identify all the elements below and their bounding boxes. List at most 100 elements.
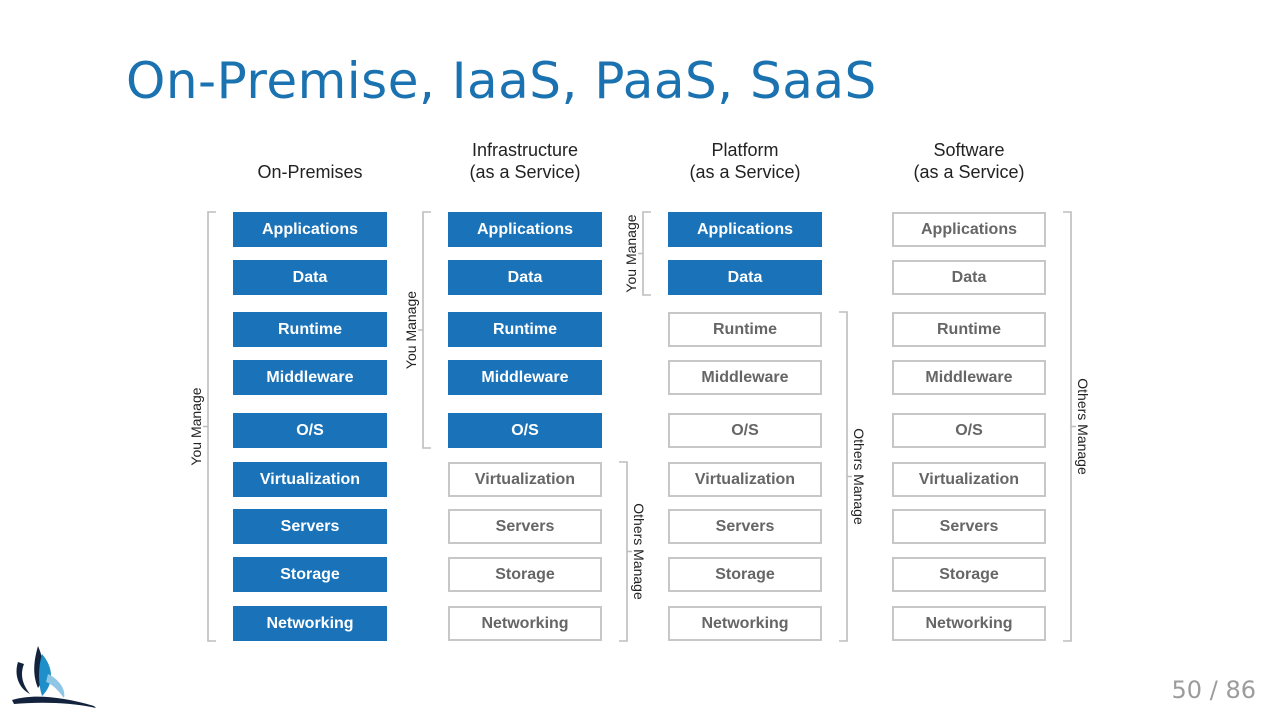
layer-box-on-premises-servers xyxy=(233,509,387,544)
layer-label-saas-middleware: Middleware xyxy=(925,369,1012,386)
layer-box-on-premises-applications xyxy=(233,212,387,247)
layer-box-on-premises-storage xyxy=(233,557,387,592)
layer-box-iaas-data xyxy=(448,260,602,295)
layer-label-paas-storage: Storage xyxy=(715,566,775,583)
bracket-line-paas-you-manage xyxy=(638,211,651,296)
layer-label-paas-servers: Servers xyxy=(716,518,775,535)
layer-label-paas-o-s: O/S xyxy=(731,422,759,439)
layer-label-on-premises-storage: Storage xyxy=(280,566,340,583)
logo-neck xyxy=(16,662,30,694)
layer-box-paas-o-s xyxy=(668,413,822,448)
layer-box-saas-data xyxy=(892,260,1046,295)
layer-label-iaas-networking: Networking xyxy=(481,615,568,632)
layer-label-iaas-data: Data xyxy=(508,269,543,286)
logo-body xyxy=(12,696,96,708)
layer-label-paas-middleware: Middleware xyxy=(701,369,788,386)
layer-box-iaas-runtime xyxy=(448,312,602,347)
layer-label-on-premises-middleware: Middleware xyxy=(266,369,353,386)
layer-label-paas-applications: Applications xyxy=(697,221,793,238)
layer-label-iaas-servers: Servers xyxy=(496,518,555,535)
layer-box-iaas-applications xyxy=(448,212,602,247)
bracket-line-saas-others-manage xyxy=(1063,211,1076,642)
layer-label-on-premises-networking: Networking xyxy=(266,615,353,632)
layer-box-saas-o-s xyxy=(892,413,1046,448)
bracket-line-iaas-you-manage xyxy=(418,211,431,449)
layer-box-paas-servers xyxy=(668,509,822,544)
layer-box-on-premises-middleware xyxy=(233,360,387,395)
layer-box-on-premises-networking xyxy=(233,606,387,641)
layer-box-iaas-servers xyxy=(448,509,602,544)
layer-box-saas-networking xyxy=(892,606,1046,641)
layer-box-paas-runtime xyxy=(668,312,822,347)
page-number: 50 / 86 xyxy=(1172,676,1256,704)
layer-label-on-premises-servers: Servers xyxy=(281,518,340,535)
current-page: 50 xyxy=(1171,676,1203,704)
layer-box-iaas-o-s xyxy=(448,413,602,448)
layer-box-on-premises-virtualization xyxy=(233,462,387,497)
layer-box-on-premises-runtime xyxy=(233,312,387,347)
layer-label-iaas-middleware: Middleware xyxy=(481,369,568,386)
layer-label-saas-networking: Networking xyxy=(925,615,1012,632)
layer-label-paas-networking: Networking xyxy=(701,615,788,632)
layer-box-paas-data xyxy=(668,260,822,295)
logo-accent xyxy=(46,674,65,698)
layer-box-paas-applications xyxy=(668,212,822,247)
column-heading-saas-line-2: (as a Service) xyxy=(913,162,1024,182)
layer-box-iaas-networking xyxy=(448,606,602,641)
layer-label-on-premises-runtime: Runtime xyxy=(278,321,342,338)
layer-box-on-premises-data xyxy=(233,260,387,295)
layer-box-paas-networking xyxy=(668,606,822,641)
column-heading-iaas-line-2: (as a Service) xyxy=(469,162,580,182)
layer-label-iaas-virtualization: Virtualization xyxy=(475,471,575,488)
slide-title: On-Premise, IaaS, PaaS, SaaS xyxy=(126,52,877,110)
layer-label-saas-runtime: Runtime xyxy=(937,321,1001,338)
bracket-line-on-premises-you-manage xyxy=(203,211,216,642)
bracket-label-on-premises-you-manage: You Manage xyxy=(188,387,204,465)
bracket-line-paas-others-manage xyxy=(839,311,852,642)
layer-label-on-premises-data: Data xyxy=(293,269,328,286)
layer-label-saas-o-s: O/S xyxy=(955,422,983,439)
column-heading-iaas-line-1: Infrastructure xyxy=(472,140,578,160)
layer-box-iaas-storage xyxy=(448,557,602,592)
layer-box-on-premises-o-s xyxy=(233,413,387,448)
bracket-label-iaas-you-manage: You Manage xyxy=(403,291,419,369)
layer-box-saas-servers xyxy=(892,509,1046,544)
layer-box-paas-middleware xyxy=(668,360,822,395)
column-heading-on-premises-line-1: On-Premises xyxy=(257,162,362,182)
layer-label-paas-virtualization: Virtualization xyxy=(695,471,795,488)
bird-logo-icon xyxy=(12,646,96,708)
layer-box-saas-runtime xyxy=(892,312,1046,347)
layer-label-saas-virtualization: Virtualization xyxy=(919,471,1019,488)
logo-wing-front xyxy=(39,654,51,696)
layer-box-iaas-middleware xyxy=(448,360,602,395)
layer-label-iaas-applications: Applications xyxy=(477,221,573,238)
layer-box-saas-virtualization xyxy=(892,462,1046,497)
layer-box-paas-storage xyxy=(668,557,822,592)
layer-box-paas-virtualization xyxy=(668,462,822,497)
layer-box-saas-applications xyxy=(892,212,1046,247)
layer-label-paas-data: Data xyxy=(728,269,763,286)
layer-label-on-premises-applications: Applications xyxy=(262,221,358,238)
column-heading-paas-line-2: (as a Service) xyxy=(689,162,800,182)
bracket-label-saas-others-manage: Others Manage xyxy=(1075,378,1091,475)
layer-label-iaas-o-s: O/S xyxy=(511,422,539,439)
page-separator: / xyxy=(1209,676,1218,704)
column-heading-saas-line-1: Software xyxy=(933,140,1004,160)
bracket-label-paas-others-manage: Others Manage xyxy=(851,428,867,525)
layer-label-saas-applications: Applications xyxy=(921,221,1017,238)
layer-box-saas-storage xyxy=(892,557,1046,592)
layer-label-saas-data: Data xyxy=(952,269,987,286)
bracket-label-iaas-others-manage: Others Manage xyxy=(631,503,647,600)
layer-label-on-premises-virtualization: Virtualization xyxy=(260,471,360,488)
column-heading-paas-line-1: Platform xyxy=(711,140,778,160)
layer-label-saas-servers: Servers xyxy=(940,518,999,535)
bracket-line-iaas-others-manage xyxy=(619,461,632,642)
layer-label-iaas-runtime: Runtime xyxy=(493,321,557,338)
bracket-label-paas-you-manage: You Manage xyxy=(623,214,639,292)
layer-label-iaas-storage: Storage xyxy=(495,566,555,583)
layer-label-paas-runtime: Runtime xyxy=(713,321,777,338)
layer-label-on-premises-o-s: O/S xyxy=(296,422,324,439)
layer-label-saas-storage: Storage xyxy=(939,566,999,583)
layer-box-iaas-virtualization xyxy=(448,462,602,497)
